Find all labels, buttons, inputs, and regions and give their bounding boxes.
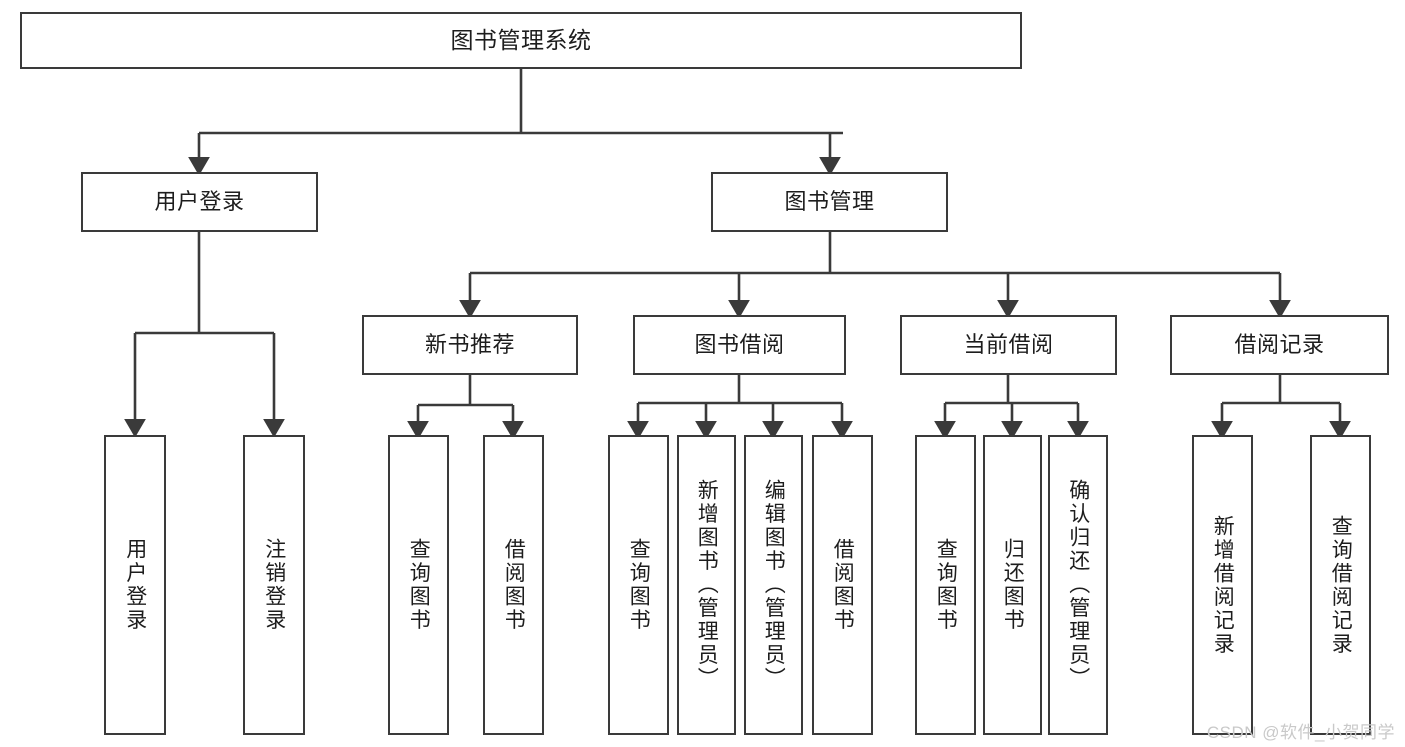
node-label: 查询图书 — [934, 538, 958, 632]
leaf-query-book-rec[interactable]: 查询图书 — [388, 435, 449, 735]
leaf-query-borrow-record[interactable]: 查询借阅记录 — [1310, 435, 1371, 735]
node-label: 借阅记录 — [1234, 331, 1325, 357]
node-label: 借阅图书 — [831, 538, 855, 632]
leaf-edit-book-admin[interactable]: 编辑图书（管理员） — [744, 435, 803, 735]
node-label: 查询图书 — [407, 538, 431, 632]
node-label: 新增图书（管理员） — [695, 479, 719, 691]
node-borrow-record[interactable]: 借阅记录 — [1170, 315, 1389, 375]
node-current-borrow[interactable]: 当前借阅 — [900, 315, 1117, 375]
node-label: 注销登录 — [262, 538, 286, 632]
node-label: 图书管理系统 — [450, 26, 592, 53]
leaf-logout-login[interactable]: 注销登录 — [243, 435, 305, 735]
node-label: 新书推荐 — [424, 331, 515, 357]
node-label: 查询图书 — [627, 538, 651, 632]
leaf-add-book-admin[interactable]: 新增图书（管理员） — [677, 435, 736, 735]
leaf-return-book[interactable]: 归还图书 — [983, 435, 1042, 735]
node-label: 编辑图书（管理员） — [762, 479, 786, 691]
node-root-system[interactable]: 图书管理系统 — [20, 12, 1022, 69]
leaf-borrow-book-rec[interactable]: 借阅图书 — [483, 435, 544, 735]
leaf-borrow-book[interactable]: 借阅图书 — [812, 435, 873, 735]
node-user-login[interactable]: 用户登录 — [81, 172, 318, 232]
node-label: 图书管理 — [784, 188, 875, 214]
node-label: 借阅图书 — [502, 538, 526, 632]
node-label: 当前借阅 — [963, 331, 1054, 357]
node-label: 用户登录 — [154, 188, 245, 214]
node-label: 查询借阅记录 — [1329, 514, 1353, 656]
leaf-query-book-borrow[interactable]: 查询图书 — [608, 435, 669, 735]
node-label: 确认归还（管理员） — [1066, 479, 1090, 691]
leaf-confirm-return-admin[interactable]: 确认归还（管理员） — [1048, 435, 1108, 735]
node-label: 归还图书 — [1001, 538, 1025, 632]
leaf-add-borrow-record[interactable]: 新增借阅记录 — [1192, 435, 1253, 735]
node-label: 用户登录 — [123, 538, 147, 632]
leaf-query-book-current[interactable]: 查询图书 — [915, 435, 976, 735]
node-book-management[interactable]: 图书管理 — [711, 172, 948, 232]
node-book-borrow[interactable]: 图书借阅 — [633, 315, 846, 375]
node-new-book-recommendation[interactable]: 新书推荐 — [362, 315, 578, 375]
node-label: 新增借阅记录 — [1211, 514, 1235, 656]
leaf-user-login[interactable]: 用户登录 — [104, 435, 166, 735]
node-label: 图书借阅 — [694, 331, 785, 357]
